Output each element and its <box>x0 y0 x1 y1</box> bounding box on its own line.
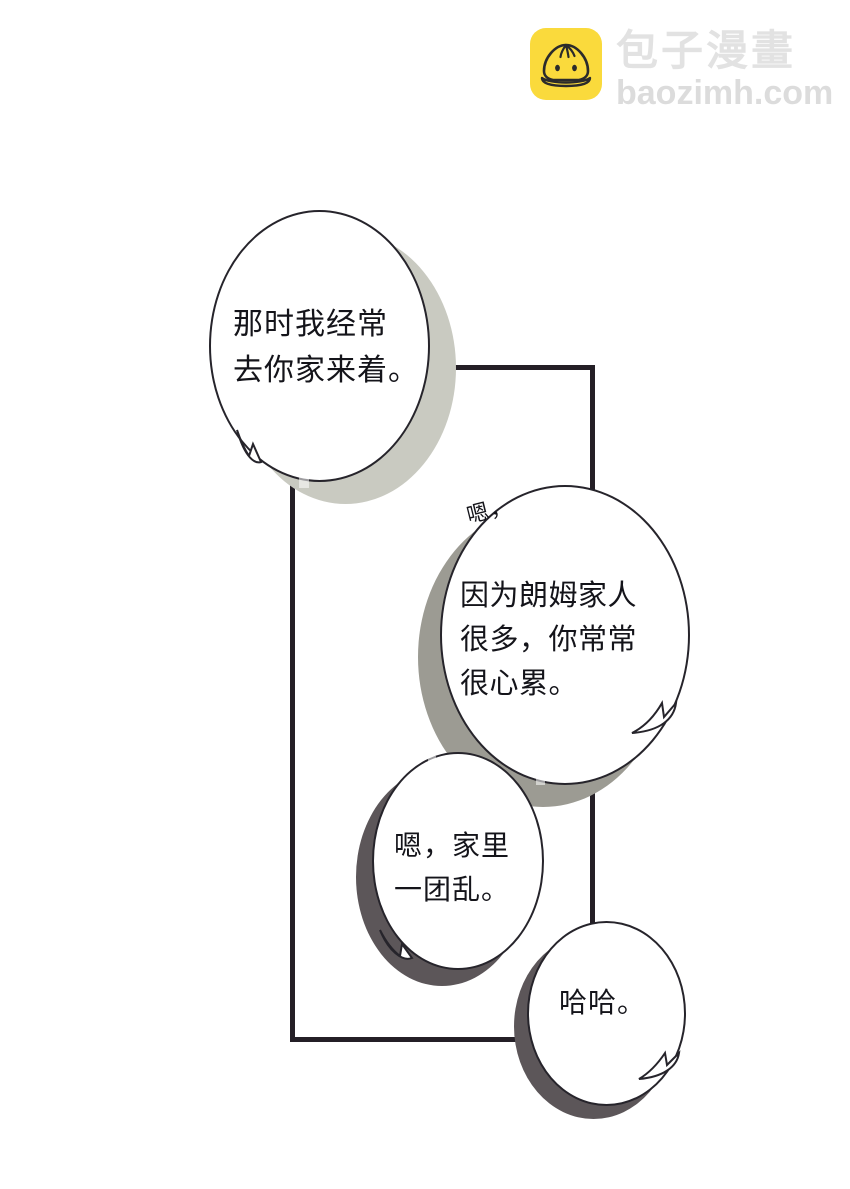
speech-bubble-2-tail <box>631 699 678 734</box>
speech-bubble-1-body <box>209 210 430 482</box>
speech-bubble-3-text: 嗯，家里 一团乱。 <box>394 829 511 906</box>
watermark-text: 包子漫畫 baozimh.com <box>616 26 834 112</box>
speech-bubble-3: 嗯，家里 一团乱。 <box>356 752 544 986</box>
speech-bubble-3-body <box>372 752 544 970</box>
speech-bubble-1-text: 那时我经常 去你家来着。 <box>233 307 419 388</box>
speech-bubble-4: 哈哈。 <box>514 921 686 1119</box>
watermark-chinese-title: 包子漫畫 <box>616 26 797 75</box>
speech-bubble-4-tail <box>638 1050 681 1080</box>
speech-bubble-1-tail <box>236 429 263 464</box>
site-watermark: 包子漫畫 baozimh.com <box>530 26 834 124</box>
speech-bubble-1: 那时我经常 去你家来着。 <box>209 210 456 504</box>
watermark-domain: baozimh.com <box>616 74 834 112</box>
speech-bubble-4-text: 哈哈。 <box>559 986 647 1019</box>
speech-bubble-2: 嗯， 因为朗姆家人 很多，你常常 很心累。 <box>418 485 690 807</box>
speech-bubble-2-body <box>440 485 690 785</box>
baozi-bun-icon <box>530 28 602 100</box>
speech-bubble-2-text: 因为朗姆家人 很多，你常常 很心累。 <box>460 578 638 700</box>
speech-bubble-3-tail <box>379 929 414 960</box>
